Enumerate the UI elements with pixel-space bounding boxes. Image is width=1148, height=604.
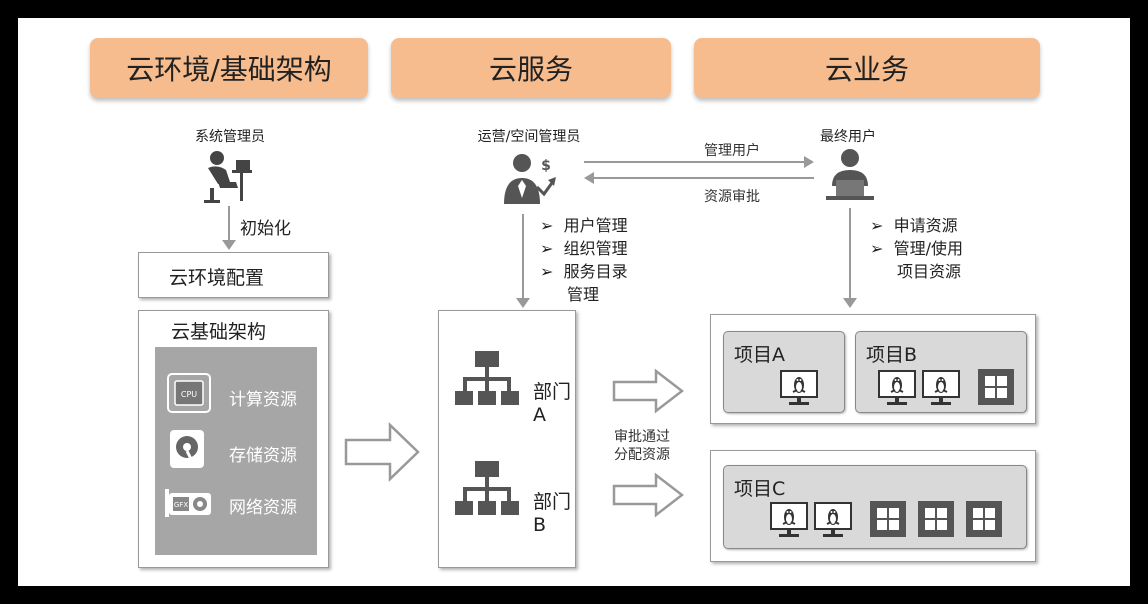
ops-bullet-3: ➢ 服务目录 (540, 262, 628, 281)
end-user-bullet-1-text: 申请资源 (893, 216, 958, 235)
linux-vm-icon (922, 370, 960, 412)
svg-text:$: $ (541, 158, 551, 174)
ops-bullet-3-cont: 管理 (567, 285, 600, 304)
project-a-card: 项目A (723, 331, 845, 413)
big-right-arrow (344, 422, 420, 482)
windows-vm-icon (978, 369, 1014, 409)
project-c-title: 项目C (734, 478, 786, 500)
business-person-chart-icon: $ (504, 154, 556, 204)
department-a-label: 部门A (533, 381, 572, 426)
resource-network: 网络资源 (229, 498, 297, 518)
gfx-icon-text: GFX (174, 501, 188, 509)
windows-vm-icon (870, 501, 906, 541)
dept-b-to-project-arrow (612, 472, 684, 518)
init-label: 初始化 (240, 219, 291, 239)
header-cloud-service: 云服务 (391, 38, 671, 98)
org-chart-icon-b (455, 461, 519, 515)
linux-vm-icon (770, 502, 808, 544)
linux-vm-icon (878, 370, 916, 412)
hard-disk-icon (170, 430, 204, 468)
approve-allocate-label: 审批通过 分配资源 (614, 428, 670, 464)
resource-approval-label: 资源审批 (704, 189, 760, 205)
header-cloud-service-text: 云服务 (488, 53, 573, 86)
cpu-icon: CPU (167, 373, 211, 413)
approve-label-line1: 审批通过 (614, 429, 670, 445)
project-b-card: 项目B (855, 331, 1027, 413)
end-user-bullet-list: ➢ 申请资源 ➢ 管理/使用 项目资源 (870, 214, 963, 283)
manage-users-label: 管理用户 (704, 143, 760, 159)
end-user-bullet-2-text: 管理/使用 (893, 239, 963, 258)
project-c-container: 项目C (710, 450, 1036, 562)
project-c-card: 项目C (723, 465, 1027, 549)
resource-storage: 存储资源 (229, 446, 297, 466)
project-a-title: 项目A (734, 344, 785, 366)
ops-bullet-3-text: 服务目录 (563, 262, 628, 281)
projects-ab-container: 项目A 项目B (710, 314, 1036, 424)
ops-arrow-line (522, 214, 524, 302)
header-cloud-business: 云业务 (694, 38, 1040, 98)
manage-users-arrow (584, 156, 814, 168)
infra-resources-panel: CPU 计算资源 存储资源 GFX 网络资源 (155, 347, 317, 555)
linux-vm-icon (780, 370, 818, 412)
end-user-bullet-2-cont: 项目资源 (897, 262, 962, 281)
end-user-bullet-1: ➢ 申请资源 (870, 216, 958, 235)
org-chart-icon-a (455, 351, 519, 405)
department-b-label: 部门B (533, 491, 572, 536)
cloud-config-box: 云环境配置 (138, 252, 329, 298)
end-user-laptop-icon (826, 149, 874, 200)
cloud-infra-box: 云基础架构 CPU 计算资源 存储资源 GFX (138, 310, 329, 568)
diagram-canvas: 云环境/基础架构 云服务 云业务 系统管理员 初始化 云环境配置 云基础架构 C… (18, 18, 1130, 586)
windows-vm-icon (918, 501, 954, 541)
init-arrow-line (228, 206, 230, 246)
cloud-infra-title: 云基础架构 (171, 321, 267, 343)
cpu-icon-text: CPU (181, 390, 197, 399)
ops-bullet-2: ➢ 组织管理 (540, 239, 628, 258)
header-cloud-business-text: 云业务 (824, 53, 909, 86)
role-end-user: 最终用户 (820, 129, 876, 145)
ops-bullet-1: ➢ 用户管理 (540, 216, 628, 235)
dept-a-to-project-arrow (612, 368, 684, 414)
role-sysadmin: 系统管理员 (195, 129, 265, 145)
end-user-bullet-2: ➢ 管理/使用 (870, 239, 963, 258)
ops-bullet-1-text: 用户管理 (563, 216, 628, 235)
ops-arrow-head (516, 298, 530, 308)
ops-bullet-2-text: 组织管理 (563, 239, 628, 258)
resource-compute: 计算资源 (229, 390, 297, 410)
end-user-arrow-head (843, 298, 857, 308)
approve-label-line2: 分配资源 (614, 447, 670, 463)
admin-at-desk-icon (204, 151, 252, 203)
init-arrow-head (222, 240, 236, 250)
cloud-config-label: 云环境配置 (169, 267, 265, 289)
header-cloud-infra-text: 云环境/基础架构 (126, 53, 332, 86)
role-ops-admin: 运营/空间管理员 (477, 129, 581, 145)
project-b-title: 项目B (866, 344, 918, 366)
resource-approval-arrow (584, 172, 814, 184)
graphics-card-icon: GFX (165, 489, 211, 517)
end-user-arrow-line (849, 208, 851, 302)
windows-vm-icon (966, 501, 1002, 541)
departments-box: 部门A 部门B (438, 310, 576, 568)
linux-vm-icon (814, 502, 852, 544)
ops-bullet-list: ➢ 用户管理 ➢ 组织管理 ➢ 服务目录 管理 (540, 214, 628, 306)
header-cloud-infra: 云环境/基础架构 (90, 38, 368, 98)
